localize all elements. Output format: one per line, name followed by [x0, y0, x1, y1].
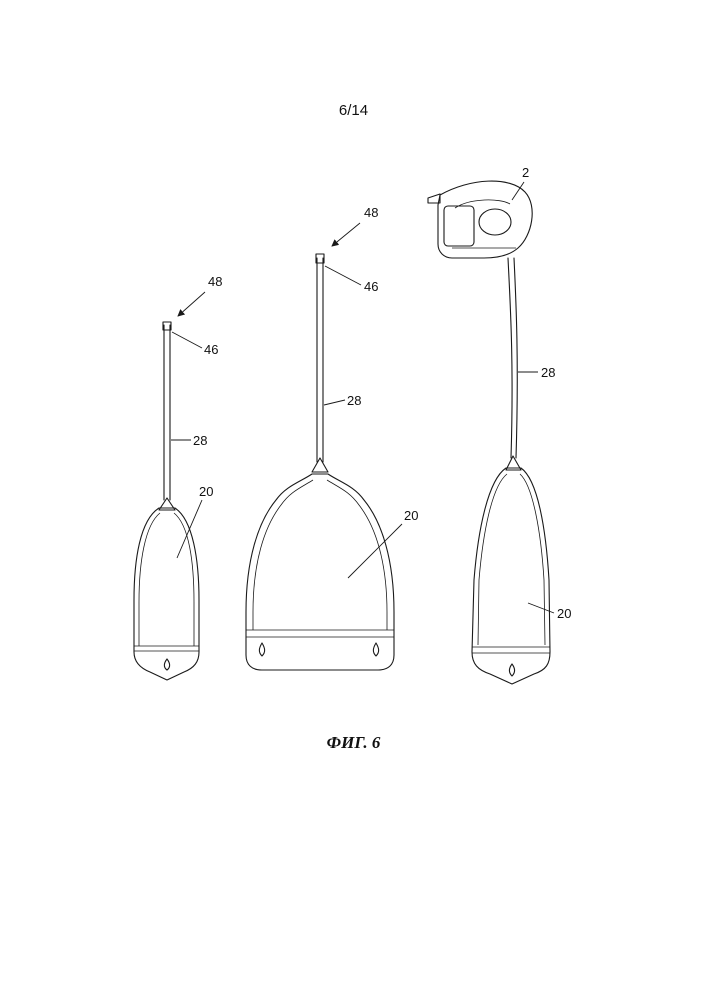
label-left-46: 46 [204, 342, 218, 357]
label-left-48: 48 [208, 274, 222, 289]
right-assembly [428, 181, 550, 684]
middle-connector [312, 458, 328, 472]
label-left-28: 28 [193, 433, 207, 448]
right-tube [508, 258, 517, 458]
figure-caption: ФИГ. 6 [0, 733, 707, 753]
label-middle-48: 48 [364, 205, 378, 220]
middle-bag-port-right [373, 643, 378, 656]
left-labels: 48 46 28 20 [171, 274, 222, 558]
left-assembly [134, 322, 199, 680]
middle-assembly [246, 254, 394, 670]
left-tube [163, 322, 171, 500]
label-right-20: 20 [557, 606, 571, 621]
middle-bag-port-left [259, 643, 264, 656]
label-left-20: 20 [199, 484, 213, 499]
right-bag [472, 468, 550, 684]
middle-labels: 48 46 28 20 [324, 205, 418, 578]
label-middle-46: 46 [364, 279, 378, 294]
label-right-28: 28 [541, 365, 555, 380]
middle-bag [246, 474, 394, 670]
left-bag [134, 508, 199, 680]
label-middle-20: 20 [404, 508, 418, 523]
right-bag-port [509, 664, 514, 676]
left-bag-port [164, 659, 169, 670]
label-middle-28: 28 [347, 393, 361, 408]
middle-tube [316, 254, 324, 462]
label-right-2: 2 [522, 165, 529, 180]
